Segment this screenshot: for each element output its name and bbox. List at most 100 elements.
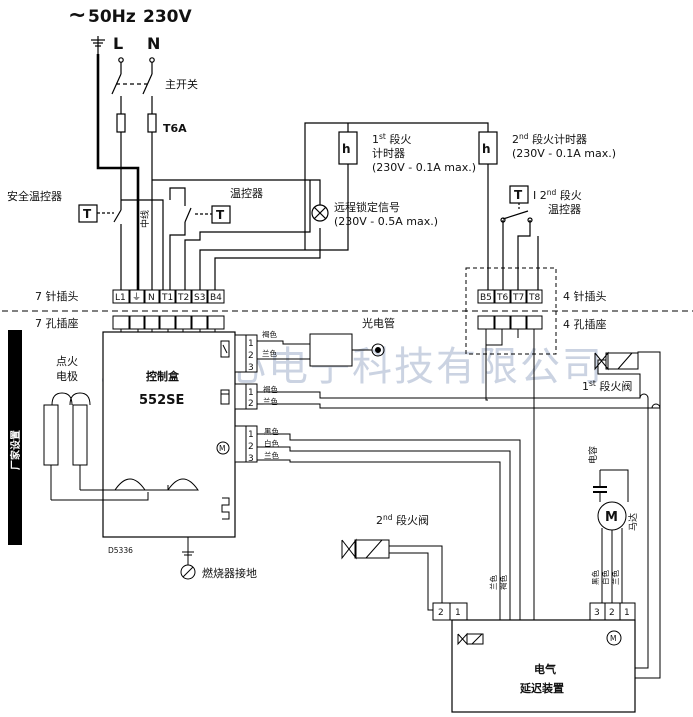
timer1-h: h xyxy=(342,142,351,156)
term-T7: T7 xyxy=(512,293,524,303)
motor-wire-blue: 兰色 xyxy=(264,450,279,460)
timer1-label: 1st 段火 xyxy=(372,132,411,146)
motor-wire-white: 白色 xyxy=(264,438,279,448)
fuse-label: T6A xyxy=(163,122,187,135)
capacitor-label: 电容 xyxy=(587,446,599,464)
supply-frequency: 50Hz xyxy=(88,7,136,27)
safety-thermo-T: T xyxy=(83,207,92,221)
motor-wire-blue-2: 兰色 xyxy=(610,570,620,585)
delay-wire-blue: 兰色 xyxy=(488,575,498,590)
term-L1: L1 xyxy=(115,293,126,303)
ignition-label-2: 电极 xyxy=(56,369,78,383)
motor-pin-3: 3 xyxy=(248,454,254,464)
valve1-wire-brown: 褐色 xyxy=(263,384,278,394)
box-edge-icons xyxy=(216,340,230,520)
motor-wire-black-2: 黑色 xyxy=(590,570,600,585)
delay-device-icons xyxy=(457,630,622,646)
drawing-number: D5336 xyxy=(108,546,133,555)
socket-to-box-wires xyxy=(120,329,216,332)
delay-right-wires xyxy=(635,398,661,679)
valve1-label: 1st 段火阀 xyxy=(582,379,632,393)
valve1-symbol xyxy=(594,351,639,371)
motor-capacitor xyxy=(593,469,629,603)
term-ground: ⏚ xyxy=(132,292,141,303)
photo-wire-brown: 褐色 xyxy=(262,329,277,339)
motor-term-2: 2 xyxy=(609,608,615,618)
timer2-label: 2nd 段火计时器 xyxy=(512,132,587,146)
term-T8: T8 xyxy=(528,293,540,303)
motor-term-1: 1 xyxy=(624,608,630,618)
timer1-rating: (230V - 0.1A max.) xyxy=(372,161,476,174)
photo-wire-blue: 兰色 xyxy=(262,348,277,358)
photocell-label: 光电管 xyxy=(362,316,395,330)
valve2-pin-1: 1 xyxy=(455,608,461,618)
control-box-model: 552SE xyxy=(139,393,184,408)
photo-pin-2: 2 xyxy=(248,351,254,361)
thermo-T: T xyxy=(216,208,225,222)
thermo2-T: T xyxy=(514,188,523,202)
photo-pin-1: 1 xyxy=(248,339,254,349)
safety-thermostat-label: 安全温控器 xyxy=(7,189,62,203)
term-N: N xyxy=(148,293,155,303)
ac-tilde: ~ xyxy=(68,3,86,28)
valve1-wire-blue: 兰色 xyxy=(263,396,278,406)
controller-pin-blocks xyxy=(234,334,258,463)
motor-pin-1: 1 xyxy=(248,430,254,440)
motor-symbol: M xyxy=(605,510,618,525)
remote-lockout-label: 远程锁定信号 xyxy=(334,200,400,214)
socket-7hole xyxy=(112,315,225,330)
plug-7pin xyxy=(112,289,225,304)
plug7-label: 7 针插头 xyxy=(35,289,79,303)
delay-motor-m-icon: M xyxy=(610,634,616,643)
ignition-electrodes xyxy=(43,392,199,501)
timer2-h: h xyxy=(482,142,491,156)
motor-wire-black: 黑色 xyxy=(264,426,279,436)
remote-lockout-rating: (230V - 0.5A max.) xyxy=(334,215,438,228)
timer1-line2: 计时器 xyxy=(372,147,405,160)
motor-wire-white-2: 白色 xyxy=(600,570,610,585)
delay-wire-brown: 褐色 xyxy=(498,575,508,590)
timer2-rating: (230V - 0.1A max.) xyxy=(512,147,616,160)
main-switch-label: 主开关 xyxy=(165,77,198,91)
motor-label: 马达 xyxy=(627,513,639,531)
control-box xyxy=(102,331,236,538)
ignition-label-1: 点火 xyxy=(56,355,78,368)
socket4-label: 4 孔插座 xyxy=(563,317,607,331)
line-label-N: N xyxy=(147,34,160,53)
photo-pin-3: 3 xyxy=(248,363,254,373)
supply-voltage: 230V xyxy=(143,7,192,27)
valve2-pin-2: 2 xyxy=(438,608,444,618)
wires-main xyxy=(78,36,539,290)
line-label-L: L xyxy=(113,34,123,53)
neutral-wire-label: 中线 xyxy=(139,210,151,228)
motor-pin-2: 2 xyxy=(248,442,254,452)
term-S3: S3 xyxy=(194,293,205,303)
thermo2-label: I 2nd 段火 xyxy=(533,188,582,202)
thermo2-line2: 温控器 xyxy=(548,202,581,216)
motor-wires xyxy=(257,433,521,620)
term-T1: T1 xyxy=(161,293,173,303)
delay-device-line1: 电气 xyxy=(534,662,556,676)
burner-ground xyxy=(180,537,196,580)
burner-ground-label: 燃烧器接地 xyxy=(202,566,257,580)
term-T6: T6 xyxy=(496,293,508,303)
term-T2: T2 xyxy=(177,293,189,303)
delay-device-line2: 延迟装置 xyxy=(519,681,564,695)
term-B4: B4 xyxy=(210,293,222,303)
plug4-dashed-frame xyxy=(465,267,557,355)
socket7-label: 7 孔插座 xyxy=(35,316,79,330)
box-motor-m-icon: M xyxy=(219,444,225,453)
valve-pin-2: 2 xyxy=(248,399,254,409)
valve2-symbol xyxy=(341,538,459,611)
motor-term-3: 3 xyxy=(594,608,600,618)
valve-pin-1: 1 xyxy=(248,388,254,398)
plug4-label: 4 针插头 xyxy=(563,289,607,303)
plug-4pin xyxy=(477,289,543,330)
term-B5: B5 xyxy=(480,293,492,303)
socket4-down-wires xyxy=(485,329,535,620)
factory-setting-label: 厂家设置 xyxy=(9,430,22,470)
photocell-wires xyxy=(257,333,385,367)
control-box-name: 控制盒 xyxy=(146,369,180,383)
factory-setting-bar xyxy=(8,330,22,545)
